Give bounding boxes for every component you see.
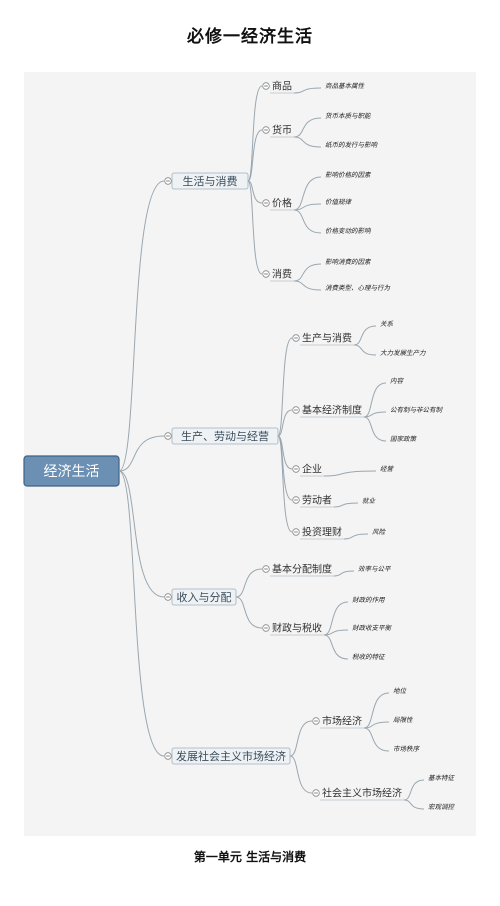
leaf-label: 风险 — [372, 528, 387, 536]
leaf-label: 商品基本属性 — [325, 82, 366, 90]
leaf-label: 价值规律 — [325, 198, 353, 206]
connector-topic-leaf — [403, 799, 425, 810]
connector-topic-leaf — [353, 325, 377, 346]
branch-node-label: 生产、劳动与经营 — [181, 429, 269, 443]
topic-label: 生产与消费 — [302, 332, 352, 345]
connector-branch-topic — [289, 720, 313, 757]
topic-label: 社会主义市场经济 — [322, 787, 402, 800]
leaf-label: 国家政策 — [390, 435, 418, 443]
connector-topic-leaf — [323, 634, 349, 660]
connector-topic-leaf — [293, 280, 322, 291]
leaf-label: 内容 — [390, 377, 405, 385]
leaf-label: 影响消费的因素 — [325, 258, 372, 266]
page-title: 必修一经济生活 — [187, 27, 313, 47]
connector-topic-leaf — [363, 721, 390, 729]
connector-root-branch — [118, 470, 165, 598]
section-footer: 第一单元 生活与消费 — [193, 850, 307, 864]
leaf-label: 经营 — [380, 465, 395, 473]
connector-topic-leaf — [363, 727, 390, 752]
connector-topic-leaf — [363, 692, 390, 729]
connector-branch-topic — [289, 755, 313, 794]
branch-node-label: 发展社会主义市场经济 — [176, 749, 286, 763]
branch-node-label: 收入与分配 — [177, 590, 232, 604]
connector-branch-topic — [247, 180, 263, 275]
connector-topic-leaf — [293, 117, 322, 138]
topic-label: 企业 — [302, 463, 322, 476]
connector-root-branch — [118, 435, 165, 472]
leaf-label: 影响价格的因素 — [325, 171, 372, 179]
leaf-label: 地位 — [393, 687, 408, 695]
connector-topic-leaf — [293, 176, 322, 211]
leaf-label: 公有制与非公有制 — [390, 406, 444, 414]
leaf-label: 基本特征 — [428, 774, 456, 782]
leaf-label: 税收的特征 — [352, 653, 386, 661]
connector-root-branch — [118, 470, 165, 757]
leaf-label: 市场秩序 — [393, 745, 421, 753]
connector-topic-leaf — [323, 629, 349, 636]
leaf-label: 宏观调控 — [428, 803, 456, 811]
root-node-label: 经济生活 — [44, 464, 100, 480]
connector-branch-topic — [235, 568, 263, 598]
leaf-label: 关系 — [380, 320, 394, 328]
connector-topic-leaf — [353, 344, 377, 356]
connector-topic-leaf — [343, 533, 369, 540]
topic-label: 市场经济 — [322, 715, 362, 728]
topic-label: 投资理财 — [302, 526, 342, 539]
connector-topic-leaf — [293, 203, 322, 211]
topic-label: 商品 — [272, 80, 292, 93]
topic-label: 劳动者 — [302, 494, 332, 507]
connector-topic-leaf — [363, 382, 387, 418]
connector-root-branch — [118, 180, 165, 472]
connector-topic-leaf — [323, 601, 349, 636]
connector-topic-leaf — [293, 87, 322, 94]
topic-label: 货币 — [272, 124, 292, 137]
topic-label: 基本分配制度 — [272, 563, 332, 576]
connector-branch-topic — [235, 596, 263, 629]
connector-branch-topic — [277, 435, 293, 533]
connector-topic-leaf — [363, 411, 387, 418]
topic-label: 价格 — [272, 197, 292, 210]
leaf-label: 效率与公平 — [358, 565, 392, 573]
topic-label: 基本经济制度 — [302, 404, 362, 417]
leaf-label: 大力发展生产力 — [380, 349, 426, 357]
branch-node-label: 生活与消费 — [183, 174, 238, 188]
connector-topic-leaf — [403, 779, 425, 801]
connector-branch-topic — [277, 337, 293, 437]
connector-topic-leaf — [333, 502, 359, 508]
leaf-label: 纸币的发行与影响 — [325, 141, 379, 149]
leaf-label: 局限性 — [393, 716, 414, 724]
leaf-label: 货币本质与职能 — [325, 112, 372, 120]
connector-branch-topic — [277, 409, 293, 437]
leaf-label: 财政收支平衡 — [352, 624, 393, 632]
connector-topic-leaf — [323, 470, 377, 477]
connector-topic-leaf — [363, 416, 387, 442]
connector-topic-leaf — [293, 209, 322, 234]
connector-topic-leaf — [293, 136, 322, 148]
leaf-label: 财政的作用 — [352, 596, 386, 604]
topic-label: 消费 — [272, 268, 292, 281]
canvas-background — [24, 72, 476, 836]
leaf-label: 就业 — [362, 497, 376, 505]
connector-topic-leaf — [333, 570, 355, 577]
connector-branch-topic — [247, 129, 263, 182]
connector-topic-leaf — [293, 263, 322, 282]
leaf-label: 消费类型、心理与行为 — [325, 284, 391, 292]
topic-label: 财政与税收 — [272, 622, 322, 635]
leaf-label: 价格变动的影响 — [325, 227, 372, 235]
